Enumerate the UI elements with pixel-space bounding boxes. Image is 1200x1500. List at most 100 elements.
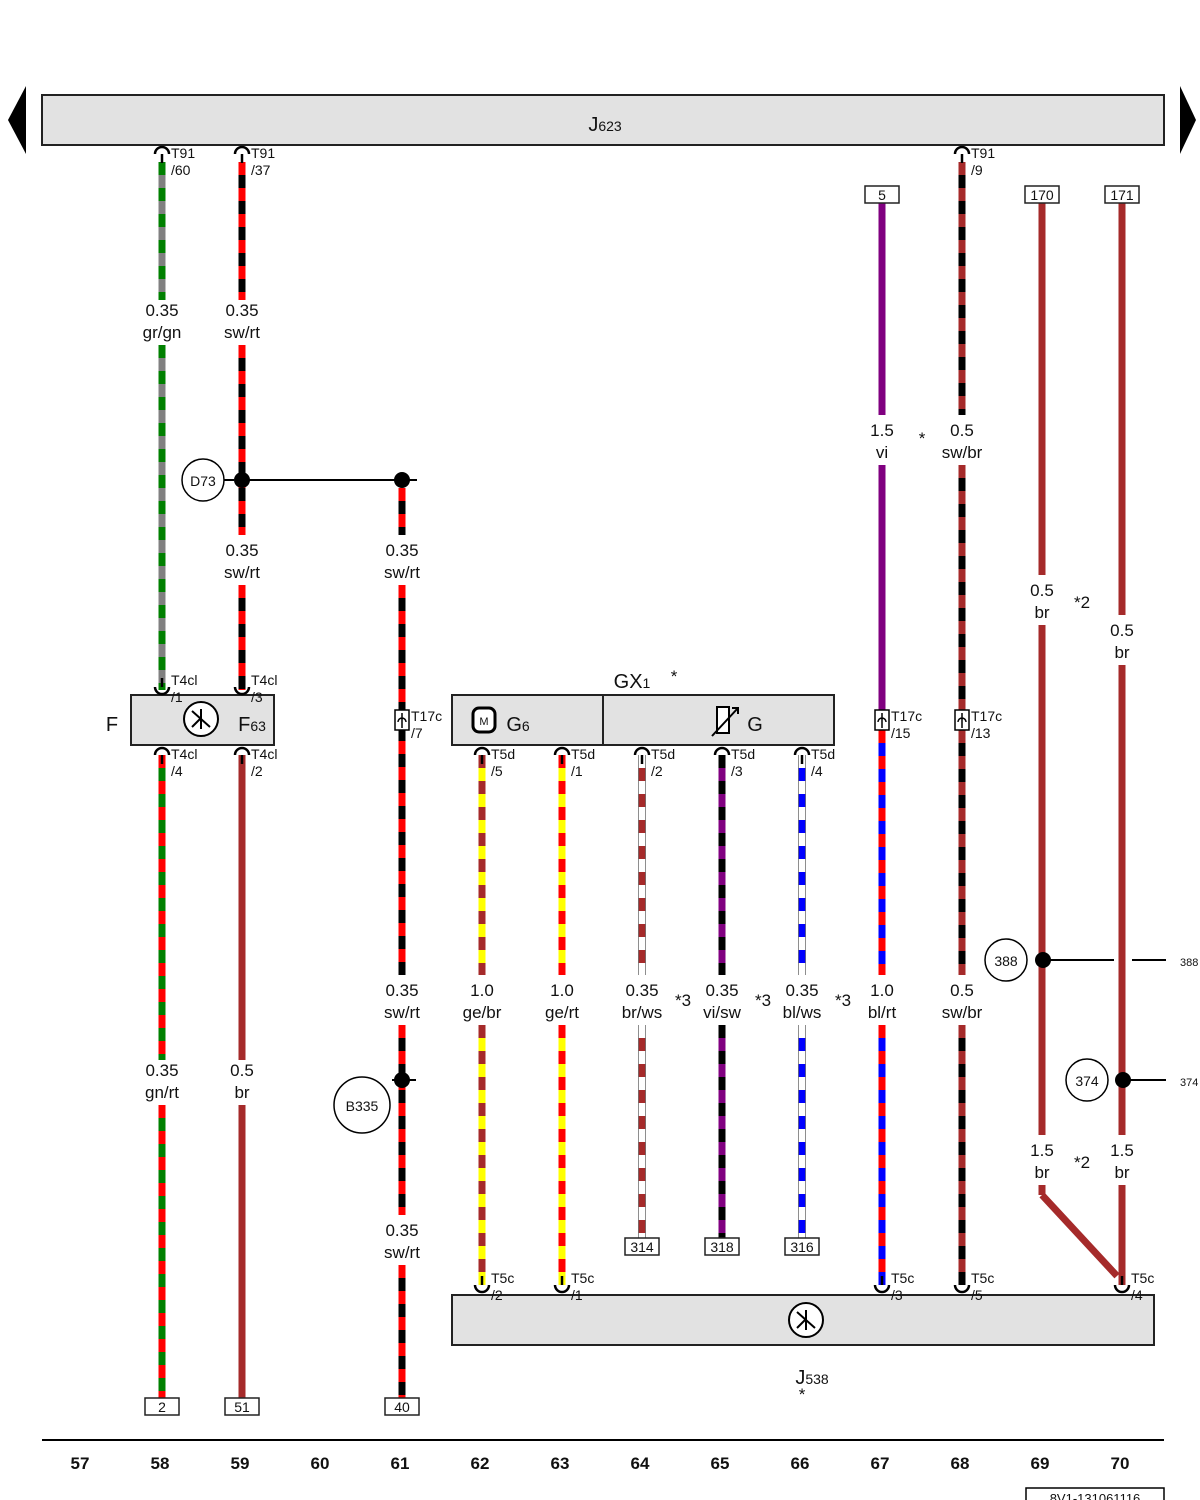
f-label: F	[106, 714, 118, 736]
svg-text:sw/rt: sw/rt	[224, 563, 260, 582]
svg-text:T91: T91	[251, 145, 275, 161]
splice-dot	[1035, 952, 1051, 968]
svg-text:sw/rt: sw/rt	[384, 563, 420, 582]
wire-label: 1.0ge/rt	[545, 981, 579, 1022]
svg-text:51: 51	[234, 1399, 250, 1415]
svg-text:2: 2	[158, 1399, 166, 1415]
motor-icon	[471, 706, 497, 734]
svg-text:br: br	[1114, 1163, 1129, 1182]
connector-t5d_5: T5d/5	[473, 746, 515, 779]
terminal-5: 5	[864, 185, 900, 204]
svg-text:/4: /4	[1131, 1287, 1143, 1303]
svg-text:/3: /3	[731, 763, 743, 779]
svg-text:T5d: T5d	[571, 746, 595, 762]
svg-text:bl/rt: bl/rt	[868, 1003, 897, 1022]
terminal-2: 2	[144, 1397, 180, 1416]
wire-66-top	[798, 755, 806, 975]
svg-text:314: 314	[630, 1239, 654, 1255]
svg-text:/1: /1	[571, 1287, 583, 1303]
connector-t5c_5: T5c/5	[953, 1270, 994, 1303]
svg-text:/13: /13	[971, 725, 991, 741]
svg-text:T91: T91	[171, 145, 195, 161]
connector-t4cl_4: T4cl/4	[153, 746, 197, 779]
svg-text:T17c: T17c	[891, 708, 922, 724]
svg-text:/9: /9	[971, 162, 983, 178]
svg-text:5: 5	[878, 187, 886, 203]
svg-text:1.5: 1.5	[870, 421, 894, 440]
svg-text:T5c: T5c	[491, 1270, 514, 1286]
svg-text:gn/rt: gn/rt	[145, 1083, 179, 1102]
svg-text:/2: /2	[251, 763, 263, 779]
svg-text:T4cl: T4cl	[251, 746, 277, 762]
column-number: 61	[391, 1454, 410, 1473]
wire-66-bottom	[798, 1025, 806, 1240]
svg-text:0.35: 0.35	[385, 981, 418, 1000]
terminal-171: 171	[1104, 185, 1140, 204]
svg-text:/3: /3	[891, 1287, 903, 1303]
column-number: 63	[551, 1454, 570, 1473]
connector-t17c_13: T17c/13	[954, 708, 1002, 741]
svg-text:170: 170	[1030, 187, 1054, 203]
page-next-arrow-icon[interactable]	[1180, 86, 1196, 154]
svg-text:/4: /4	[171, 763, 183, 779]
connector-t5c_4: T5c/4	[1113, 1270, 1154, 1303]
svg-text:br: br	[1034, 1163, 1049, 1182]
svg-text:T5d: T5d	[731, 746, 755, 762]
svg-text:1.0: 1.0	[470, 981, 494, 1000]
gx1-component	[451, 694, 835, 746]
svg-text:/2: /2	[651, 763, 663, 779]
g-label: G	[747, 714, 763, 736]
svg-text:T17c: T17c	[971, 708, 1002, 724]
svg-text:0.5: 0.5	[1030, 581, 1054, 600]
svg-text:sw/rt: sw/rt	[384, 1003, 420, 1022]
page-prev-arrow-icon[interactable]	[8, 86, 26, 154]
svg-text:0.35: 0.35	[705, 981, 738, 1000]
column-number: 68	[951, 1454, 970, 1473]
svg-text:0.35: 0.35	[145, 1061, 178, 1080]
svg-text:T4cl: T4cl	[171, 746, 197, 762]
svg-text:bl/ws: bl/ws	[783, 1003, 822, 1022]
g6-label: G6	[506, 714, 530, 736]
svg-text:/1: /1	[571, 763, 583, 779]
svg-text:/37: /37	[251, 162, 271, 178]
svg-text:ge/rt: ge/rt	[545, 1003, 579, 1022]
gx1-label: GX1	[614, 671, 651, 693]
wire-label: 0.5br	[1030, 581, 1054, 622]
gx1-note: *	[671, 667, 678, 686]
note-3: *3	[755, 991, 771, 1010]
column-number: 62	[471, 1454, 490, 1473]
column-number: 60	[311, 1454, 330, 1473]
connector-t4cl_1: T4cl/1	[153, 672, 197, 705]
svg-text:T5d: T5d	[491, 746, 515, 762]
wire-label: 1.5br	[1110, 1141, 1134, 1182]
wire-label: 1.5br	[1030, 1141, 1054, 1182]
svg-text:sw/rt: sw/rt	[384, 1243, 420, 1262]
svg-text:M: M	[479, 716, 488, 728]
wire-label: 0.35 gn/rt	[145, 1061, 179, 1102]
svg-text:40: 40	[394, 1399, 410, 1415]
svg-text:0.35: 0.35	[145, 301, 178, 320]
column-number: 69	[1031, 1454, 1050, 1473]
svg-text:T5c: T5c	[571, 1270, 594, 1286]
note-3: *3	[835, 991, 851, 1010]
svg-text:/7: /7	[411, 725, 423, 741]
splice-dot	[394, 472, 410, 488]
note-3: *3	[675, 991, 691, 1010]
svg-text:1.0: 1.0	[870, 981, 894, 1000]
svg-text:T5d: T5d	[651, 746, 675, 762]
connector-t5c_3: T5c/3	[873, 1270, 914, 1303]
wire-label: 1.0 bl/rt	[868, 981, 897, 1022]
connector-t5c_2: T5c/2	[473, 1270, 514, 1303]
column-number: 65	[711, 1454, 730, 1473]
svg-text:171: 171	[1110, 187, 1134, 203]
svg-text:gr/gn: gr/gn	[143, 323, 182, 342]
connector-t5d_2: T5d/2	[633, 746, 675, 779]
column-number: 64	[631, 1454, 650, 1473]
svg-text:T5d: T5d	[811, 746, 835, 762]
column-number: 66	[791, 1454, 810, 1473]
wire-64-bottom	[638, 1025, 646, 1240]
